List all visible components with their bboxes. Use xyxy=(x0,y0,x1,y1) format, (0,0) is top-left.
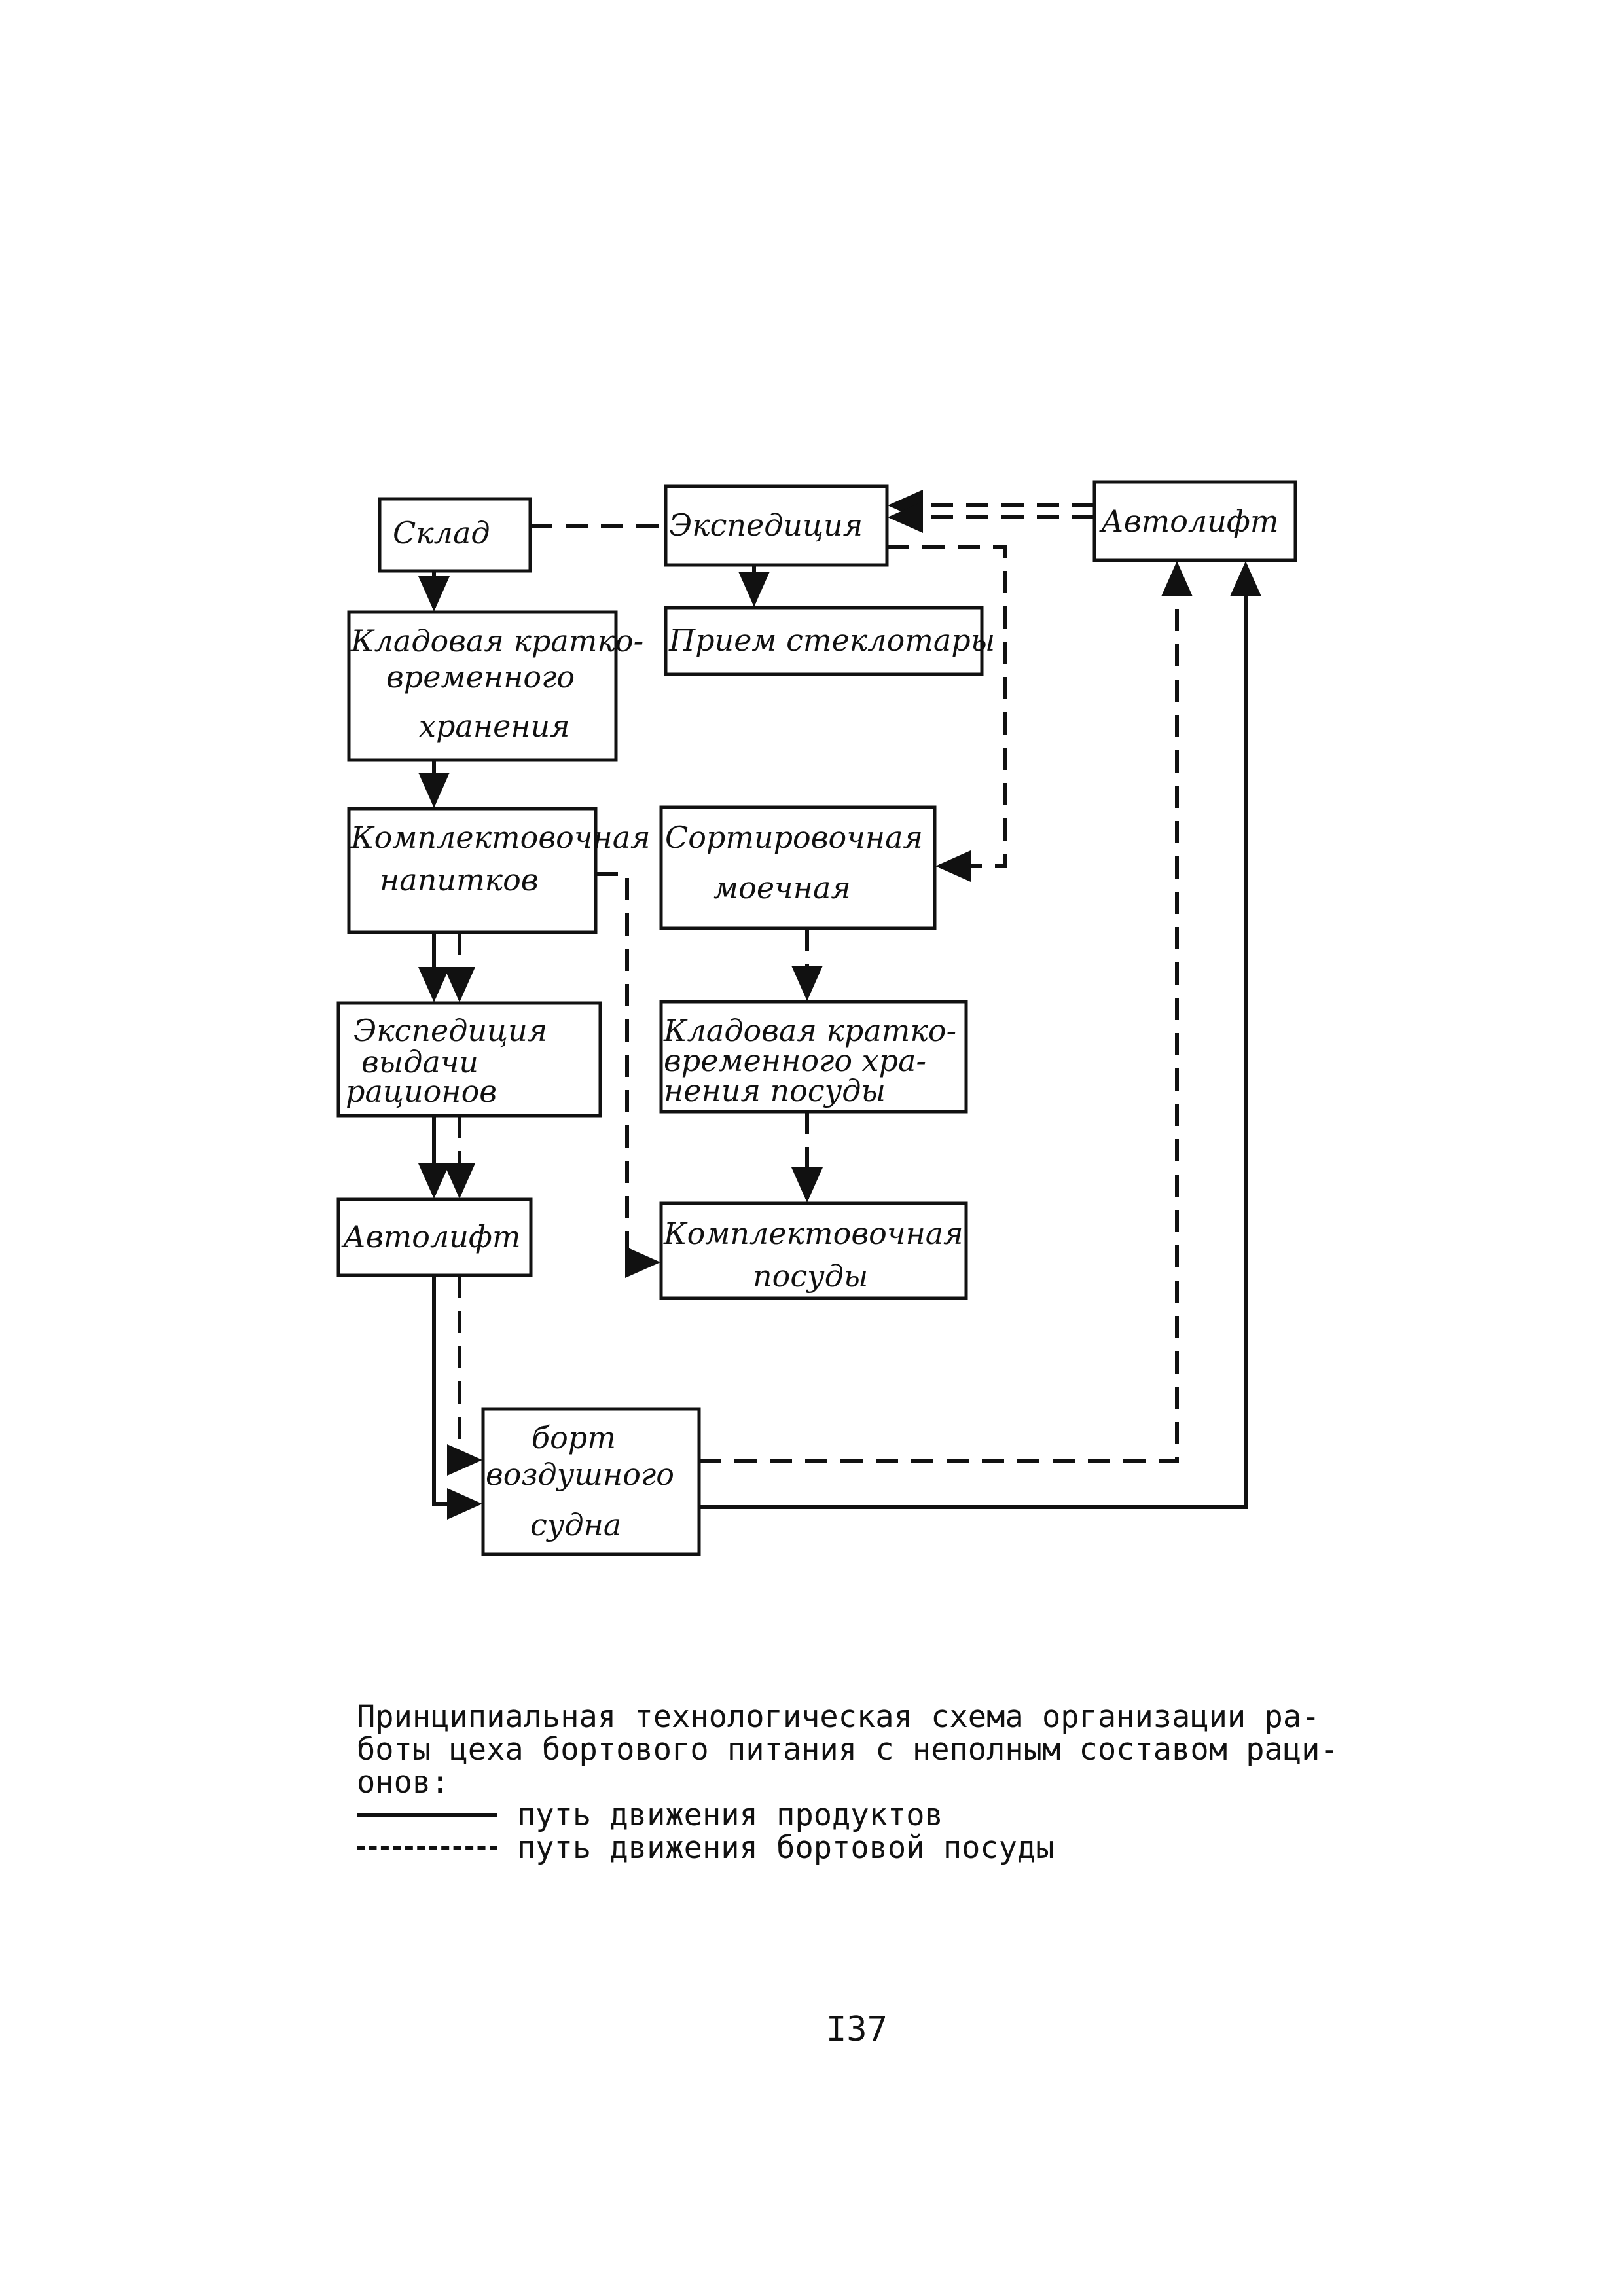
box-bort-line3: судна xyxy=(530,1507,621,1542)
dashed-komplekt-napitkov-komplekt-posudy xyxy=(596,872,660,1278)
box-bort: борт воздушного судна xyxy=(481,1407,701,1556)
box-komplekt-posudy-line2: посуды xyxy=(753,1258,868,1294)
page-number: I37 xyxy=(826,2010,888,2049)
box-kladovaya-posudy-line3: нения посуды xyxy=(664,1073,886,1108)
box-kladovaya-posudy-line2: временного хра- xyxy=(664,1043,926,1078)
box-ekspediciya-vydachi: Экспедиция выдачи рационов xyxy=(336,1001,602,1118)
box-bort-line2: воздушного xyxy=(486,1457,674,1492)
dashed-bort-avtolift-top xyxy=(699,561,1193,1463)
box-sklad-label: Склад xyxy=(393,515,490,551)
box-ekspediciya-top-label: Экспедиция xyxy=(669,507,863,543)
box-kladovaya-1: Кладовая кратко- временного хранения xyxy=(347,610,643,762)
box-kladovaya-1-line1: Кладовая кратко- xyxy=(350,623,643,659)
legend-item-solid: путь движения продуктов xyxy=(357,1799,1339,1832)
arrow-avtolift-bort xyxy=(432,1275,482,1520)
box-kladovaya-1-line3: хранения xyxy=(419,708,570,744)
box-sklad: Склад xyxy=(378,497,532,573)
box-kladovaya-1-line2: временного xyxy=(386,659,575,695)
box-bort-line1: борт xyxy=(532,1420,616,1455)
box-avtolift-bottom: Автолифт xyxy=(336,1197,533,1277)
dashed-line-icon xyxy=(357,1846,497,1850)
box-avtolift-top-label: Автолифт xyxy=(1099,503,1278,539)
box-komplekt-posudy-line1: Комплектовочная xyxy=(663,1216,964,1251)
box-sortirovochnaya-line1: Сортировочная xyxy=(665,820,923,855)
dashed-ekspediciya-sortirovochnaya xyxy=(887,545,1007,882)
dashed-avtolift-bort xyxy=(447,1275,482,1476)
box-sortirovochnaya: Сортировочная моечная xyxy=(659,805,937,930)
box-komplekt-napitkov: Комплектовочная напитков xyxy=(347,807,651,934)
box-kladovaya-posudy-line1: Кладовая кратко- xyxy=(663,1013,956,1048)
box-ekspediciya-top: Экспедиция xyxy=(664,484,889,567)
box-ekspediciya-vydachi-line1: Экспедиция xyxy=(353,1013,547,1048)
box-komplekt-napitkov-line1: Комплектовочная xyxy=(350,820,651,855)
box-komplekt-posudy: Комплектовочная посуды xyxy=(659,1201,968,1300)
caption-line-3: онов: xyxy=(357,1764,450,1800)
legend-label-solid: путь движения продуктов xyxy=(517,1797,943,1833)
legend-item-dashed: путь движения бортовой посуды xyxy=(357,1832,1339,1865)
box-kladovaya-posudy: Кладовая кратко- временного хра- нения п… xyxy=(659,1000,968,1114)
box-sortirovochnaya-line2: моечная xyxy=(713,870,851,905)
figure-caption: Принципиальная технологическая схема орг… xyxy=(357,1701,1339,1865)
caption-line-2: боты цеха бортового питания с неполным с… xyxy=(357,1732,1339,1768)
solid-line-icon xyxy=(357,1813,497,1817)
legend-label-dashed: путь движения бортовой посуды xyxy=(517,1830,1055,1866)
box-ekspediciya-vydachi-line3: рационов xyxy=(346,1074,497,1109)
box-priem-label: Прием стеклотары xyxy=(668,623,995,658)
box-komplekt-napitkov-line2: напитков xyxy=(380,862,539,898)
box-avtolift-top: Автолифт xyxy=(1092,480,1297,562)
arrow-bort-avtolift-top xyxy=(699,561,1261,1509)
box-ekspediciya-vydachi-line2: выдачи xyxy=(361,1044,478,1080)
caption-line-1: Принципиальная технологическая схема орг… xyxy=(357,1699,1320,1735)
box-avtolift-bottom-label: Автолифт xyxy=(341,1219,520,1254)
box-priem: Прием стеклотары xyxy=(664,606,995,676)
